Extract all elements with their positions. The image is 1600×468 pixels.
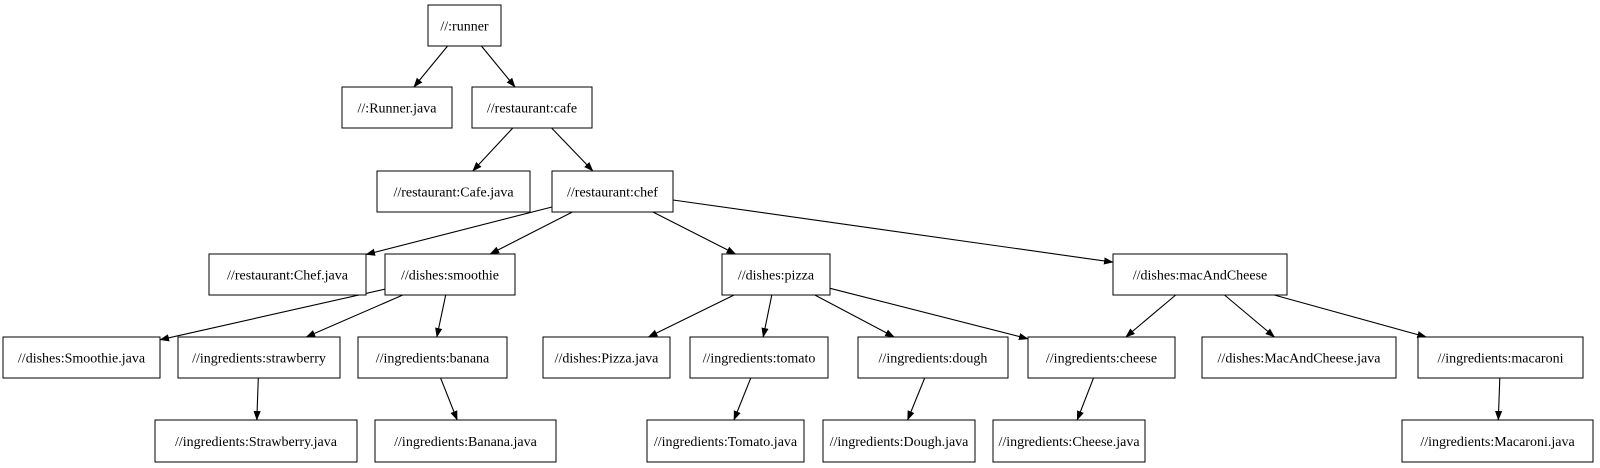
node-box-banana [357,336,508,379]
node-label-Runner.java: //:Runner.java [358,102,438,117]
node-box-macAndCheese [1112,253,1288,296]
node-Dough.java: //ingredients:Dough.java [822,419,976,463]
node-label-Cafe.java: //restaurant:Cafe.java [393,186,514,201]
node-cafe: //restaurant:cafe [471,86,593,129]
node-box-macaroni [1417,336,1584,379]
node-Cafe.java: //restaurant:Cafe.java [376,170,531,213]
node-label-macAndCheese: //dishes:macAndCheese [1133,269,1268,284]
node-box-strawberry [177,336,341,379]
node-label-Chef.java: //restaurant:Chef.java [227,269,349,284]
nodes-layer: //:runner //:Runner.java //restaurant:cafe… [2,4,1594,463]
node-label-Cheese.java: //ingredients:Cheese.java [998,435,1140,450]
node-box-runner [427,4,502,47]
node-smoothie: //dishes:smoothie [384,253,516,296]
node-box-Tomato.java [646,419,805,463]
node-label-macaroni: //ingredients:macaroni [1438,352,1564,367]
node-Tomato.java: //ingredients:Tomato.java [646,419,805,463]
node-label-runner: //:runner [440,20,489,35]
node-label-Dough.java: //ingredients:Dough.java [830,435,970,450]
node-box-Chef.java [208,253,367,296]
node-label-Smoothie.java: //dishes:Smoothie.java [18,352,146,367]
node-Chef.java: //restaurant:Chef.java [208,253,367,296]
edge-chef-to-Chef.java [365,206,553,256]
node-label-MacAndCheese.java: //dishes:MacAndCheese.java [1218,352,1382,367]
edge-macAndCheese-to-cheese [1125,294,1177,338]
edge-macaroni-to-Macaroni.java [1495,377,1503,421]
edge-smoothie-to-Smoothie.java [159,288,386,342]
node-box-Dough.java [822,419,976,463]
edge-runner-to-cafe [480,45,516,88]
node-Macaroni.java: //ingredients:Macaroni.java [1401,419,1594,463]
node-label-dough: //ingredients:dough [879,352,988,367]
node-MacAndCheese.java: //dishes:MacAndCheese.java [1201,336,1397,379]
node-dough: //ingredients:dough [857,336,1009,379]
node-label-Macaroni.java: //ingredients:Macaroni.java [1420,435,1575,450]
node-label-Banana.java: //ingredients:Banana.java [394,435,537,450]
node-label-Strawberry.java: //ingredients:Strawberry.java [175,435,338,450]
node-Runner.java: //:Runner.java [341,86,453,129]
edge-smoothie-to-strawberry [305,294,404,338]
node-box-pizza [721,253,831,296]
node-strawberry: //ingredients:strawberry [177,336,341,379]
node-label-banana: //ingredients:banana [376,352,490,367]
node-label-Tomato.java: //ingredients:Tomato.java [654,435,798,450]
edge-cafe-to-chef [551,127,594,172]
node-runner: //:runner [427,4,502,47]
edge-macAndCheese-to-macaroni [1274,294,1427,339]
node-banana: //ingredients:banana [357,336,508,379]
edge-chef-to-macAndCheese [672,199,1114,265]
edge-smoothie-to-banana [435,294,447,338]
node-label-tomato: //ingredients:tomato [703,352,816,367]
edge-tomato-to-Tomato.java [733,377,752,421]
node-Smoothie.java: //dishes:Smoothie.java [2,336,161,379]
edge-banana-to-Banana.java [440,377,458,421]
node-box-chef [551,170,674,213]
node-box-Cafe.java [376,170,531,213]
node-box-Strawberry.java [154,419,358,463]
node-label-Pizza.java: //dishes:Pizza.java [555,352,660,367]
node-Pizza.java: //dishes:Pizza.java [542,336,671,379]
node-cheese: //ingredients:cheese [1027,336,1176,379]
node-tomato: //ingredients:tomato [689,336,829,379]
node-box-Banana.java [374,419,557,463]
edge-pizza-to-tomato [761,294,773,338]
node-Banana.java: //ingredients:Banana.java [374,419,557,463]
node-box-Pizza.java [542,336,671,379]
edge-runner-to-Runner.java [413,45,449,88]
node-box-smoothie [384,253,516,296]
edge-macAndCheese-to-MacAndCheese.java [1224,294,1275,338]
node-box-Cheese.java [992,419,1146,463]
node-macAndCheese: //dishes:macAndCheese [1112,253,1288,296]
edge-pizza-to-dough [814,294,895,338]
edge-chef-to-smoothie [489,211,573,255]
node-chef: //restaurant:chef [551,170,674,213]
node-label-pizza: //dishes:pizza [738,269,815,284]
node-macaroni: //ingredients:macaroni [1417,336,1584,379]
node-box-dough [857,336,1009,379]
node-Strawberry.java: //ingredients:Strawberry.java [154,419,358,463]
node-label-cheese: //ingredients:cheese [1046,352,1157,367]
node-label-cafe: //restaurant:cafe [487,102,577,117]
edge-chef-to-pizza [652,211,737,255]
node-label-strawberry: //ingredients:strawberry [192,352,326,367]
edge-cheese-to-Cheese.java [1076,377,1095,421]
edge-pizza-to-Pizza.java [647,294,735,338]
node-Cheese.java: //ingredients:Cheese.java [992,419,1146,463]
node-label-chef: //restaurant:chef [567,186,658,201]
edge-dough-to-Dough.java [907,377,926,421]
node-pizza: //dishes:pizza [721,253,831,296]
node-box-tomato [689,336,829,379]
edge-strawberry-to-Strawberry.java [253,377,261,421]
node-box-Macaroni.java [1401,419,1594,463]
edge-cafe-to-Cafe.java [472,127,514,172]
node-box-Runner.java [341,86,453,129]
node-box-cafe [471,86,593,129]
node-box-Smoothie.java [2,336,161,379]
node-box-cheese [1027,336,1176,379]
edges-layer [159,45,1503,421]
edge-pizza-to-cheese [829,287,1029,341]
node-box-MacAndCheese.java [1201,336,1397,379]
node-label-smoothie: //dishes:smoothie [401,269,499,284]
